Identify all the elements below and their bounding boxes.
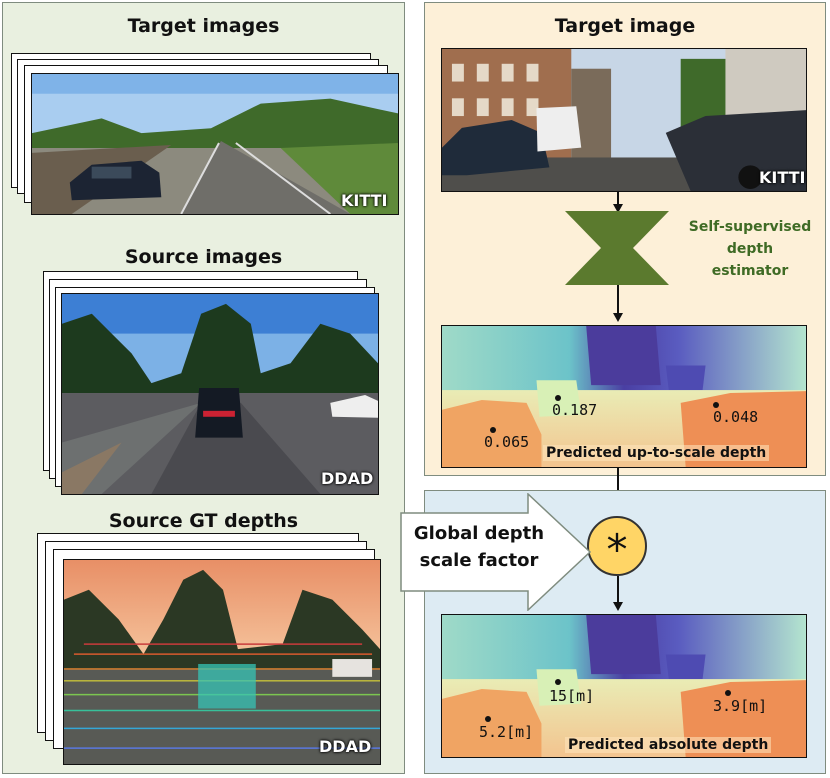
source-images-title: Source images	[124, 246, 283, 268]
point-marker-center	[555, 395, 561, 401]
left-panel: Target images KITTI Source images	[2, 2, 405, 774]
ddad-gt-depth-photo	[63, 559, 381, 765]
multiply-symbol: *	[606, 525, 628, 574]
bottom-right-panel: *	[424, 490, 826, 774]
abs-point-marker-left	[485, 716, 491, 722]
multiply-operator: *	[587, 516, 647, 576]
top-right-panel: Target image KITTI Self-super	[424, 2, 826, 476]
target-image-title: Target image	[554, 15, 696, 37]
abs-depth-value-right: 3.9[m]	[713, 697, 768, 715]
arrow-multiply-to-absolute	[617, 576, 619, 604]
abs-point-marker-right	[725, 690, 731, 696]
predicted-absolute-depth-caption: Predicted absolute depth	[565, 737, 772, 753]
global-scale-factor-arrow	[400, 493, 592, 611]
abs-depth-value-left: 5.2[m]	[479, 723, 534, 741]
estimator-label-line3: estimator	[711, 263, 789, 279]
depth-value-center: 0.187	[552, 401, 598, 419]
abs-depth-value-center: 15[m]	[549, 687, 595, 705]
kitti-target-image-right	[441, 48, 807, 192]
arrowhead-absolute	[613, 602, 623, 611]
kitti-target-photo	[31, 73, 399, 215]
predicted-up-to-scale-depth-map	[441, 325, 807, 468]
estimator-label-line1: Self-supervised	[688, 219, 812, 235]
depth-estimator-icon	[565, 211, 669, 285]
global-scale-factor-line2: scale factor	[419, 550, 539, 571]
global-scale-factor-line1: Global depth	[413, 523, 545, 544]
arrowhead-depth	[613, 313, 623, 322]
depth-value-left: 0.065	[484, 433, 530, 451]
ddad-tag-gt: DDAD	[319, 737, 372, 756]
depth-value-right: 0.048	[713, 408, 759, 426]
point-marker-left	[490, 427, 496, 433]
point-marker-right	[713, 402, 719, 408]
ddad-source-photo	[61, 293, 379, 495]
arrowhead-estimator	[613, 204, 623, 213]
predicted-up-to-scale-depth-caption: Predicted up-to-scale depth	[543, 445, 770, 461]
arrow-estimator-to-depth	[617, 285, 619, 315]
target-images-title: Target images	[127, 15, 280, 37]
kitti-tag-left: KITTI	[341, 191, 388, 210]
estimator-label: Self-supervised depth estimator	[675, 216, 825, 282]
arrow-image-to-estimator	[617, 192, 619, 206]
kitti-tag-right: KITTI	[759, 168, 806, 187]
abs-point-marker-center	[555, 679, 561, 685]
ddad-tag-source: DDAD	[321, 469, 374, 488]
source-gt-depths-title: Source GT depths	[108, 510, 299, 532]
global-scale-factor-label: Global depth scale factor	[404, 520, 554, 574]
arrow-depth-to-multiply	[617, 467, 619, 509]
estimator-label-line2: depth	[726, 241, 774, 257]
